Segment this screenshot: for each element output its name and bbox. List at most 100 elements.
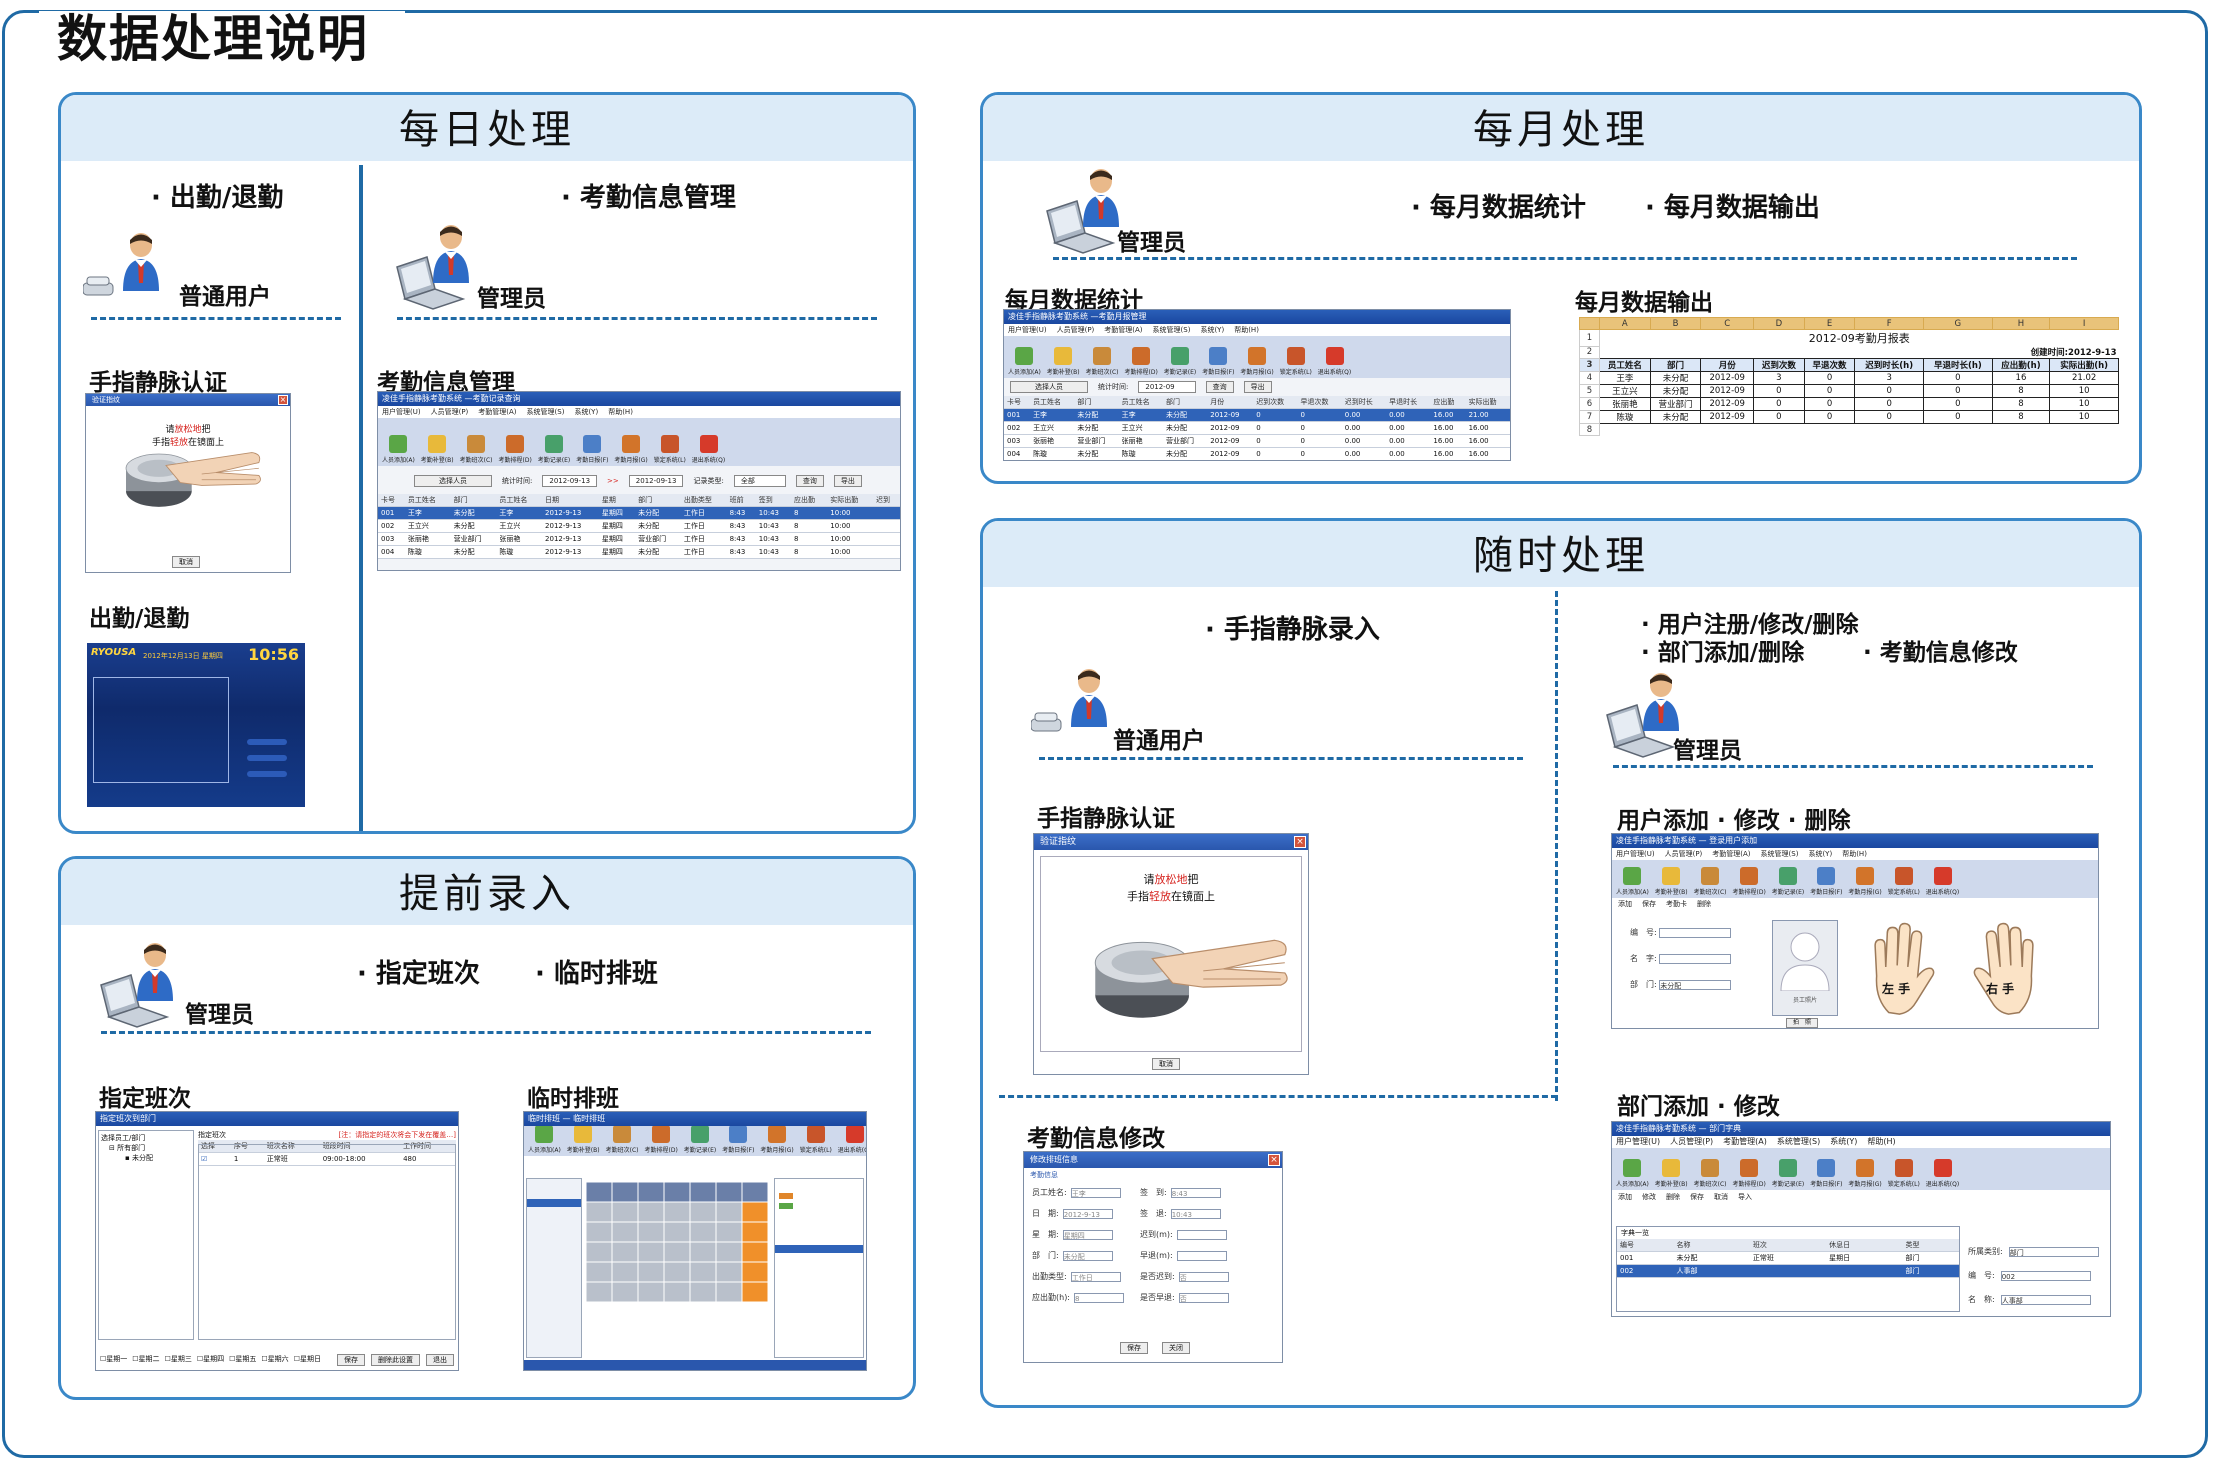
toolbar-button[interactable]: 考勤排程(D) [1732, 867, 1766, 896]
weekday-checkbox[interactable]: ☐星期一 [100, 1355, 128, 1363]
shift-action-button[interactable]: 退出 [426, 1354, 454, 1366]
toolbar-button[interactable]: 人员添加(A) [1008, 347, 1041, 376]
calendar-day-cell[interactable] [715, 1182, 743, 1203]
calendar-day-cell[interactable] [663, 1201, 691, 1223]
excel-cell[interactable]: 0 [1753, 410, 1805, 424]
excel-cell[interactable]: 0 [1923, 410, 1993, 424]
toolbar-button[interactable]: 考勤月报(G) [1240, 347, 1274, 376]
column-header[interactable]: 名称 [1673, 1239, 1750, 1252]
calendar-day-cell[interactable] [715, 1221, 743, 1243]
column-header[interactable]: 班段时间 [319, 1140, 401, 1153]
select-person-button[interactable]: 选择人员 [414, 475, 492, 487]
action-button[interactable]: 考勤卡 [1666, 900, 1687, 908]
toolbar-button[interactable]: 考勤排程(D) [644, 1126, 678, 1154]
left-hand-icon[interactable] [1866, 918, 1942, 1022]
edit-field-input[interactable]: 工作日 [1070, 1271, 1121, 1282]
calendar-day-cell[interactable] [663, 1241, 691, 1263]
excel-cell[interactable]: 0 [1803, 384, 1856, 398]
shift-action-button[interactable]: 保存 [337, 1354, 365, 1366]
excel-cell[interactable]: 2012-09 [1700, 397, 1755, 411]
excel-cell[interactable]: 10 [2049, 397, 2119, 411]
column-header[interactable]: 员工姓名 [404, 494, 451, 507]
column-header[interactable]: 星期 [598, 494, 636, 507]
toolbar-button[interactable]: 考勤补登(B) [1655, 867, 1688, 896]
action-button[interactable]: 添加 [1618, 1193, 1632, 1201]
excel-cell[interactable]: 8 [1991, 410, 2051, 424]
column-header[interactable]: 早退时长 [1386, 396, 1431, 409]
excel-column-letter[interactable]: B [1649, 317, 1702, 330]
excel-cell[interactable]: 陈璇 [1599, 410, 1651, 424]
menu-item[interactable]: 考勤管理(A) [1104, 326, 1143, 334]
calendar-day-cell[interactable] [663, 1281, 691, 1303]
column-header[interactable]: 出勤类型 [680, 494, 727, 507]
side-field-input[interactable]: 人事部 [2000, 1294, 2091, 1305]
cancel-button[interactable]: 取消 [172, 556, 200, 568]
toolbar-button[interactable]: 考勤记录(E) [538, 435, 570, 464]
toolbar-button[interactable]: 考勤补登(B) [1655, 1159, 1688, 1188]
column-header[interactable]: 实际出勤 [827, 494, 874, 507]
excel-cell[interactable]: 2012-09 [1700, 371, 1755, 385]
calendar-day-cell[interactable] [637, 1281, 665, 1303]
menu-item[interactable]: 用户管理(U) [1616, 1137, 1661, 1146]
calendar-day-cell[interactable] [689, 1182, 717, 1203]
calendar-day-cell[interactable] [689, 1261, 717, 1283]
toolbar-button[interactable]: 考勤日报(F) [1202, 347, 1234, 376]
excel-row-number[interactable]: 8 [1579, 423, 1600, 436]
calendar-day-cell[interactable] [741, 1241, 769, 1263]
toolbar-button[interactable]: 考勤补登(B) [421, 435, 454, 464]
user-id-input[interactable] [1659, 927, 1732, 938]
excel-cell[interactable]: 王李 [1599, 371, 1651, 385]
select-person-button[interactable]: 选择人员 [1010, 381, 1088, 393]
edit-field-input[interactable] [1176, 1229, 1227, 1240]
toolbar-button[interactable]: 考勤日报(F) [1810, 867, 1842, 896]
excel-cell[interactable]: 未分配 [1649, 384, 1702, 398]
toolbar-button[interactable]: 考勤月报(G) [614, 435, 648, 464]
excel-cell[interactable] [1924, 424, 1993, 436]
calendar-day-cell[interactable] [637, 1201, 665, 1223]
kiosk-button[interactable] [247, 755, 287, 761]
calendar-day-cell[interactable] [637, 1182, 665, 1203]
excel-cell[interactable]: 8 [1991, 384, 2051, 398]
dept-select[interactable]: 未分配 [1659, 979, 1732, 990]
column-header[interactable]: 日期 [542, 494, 599, 507]
column-header[interactable]: 休息日 [1826, 1239, 1903, 1252]
edit-field-input[interactable]: 星期四 [1062, 1229, 1113, 1240]
excel-cell[interactable] [1855, 424, 1924, 436]
excel-cell[interactable]: 0 [1923, 371, 1993, 385]
excel-cell[interactable]: 0 [1854, 397, 1925, 411]
action-button[interactable]: 导入 [1738, 1193, 1752, 1201]
excel-cell[interactable] [1754, 424, 1805, 436]
kiosk-button[interactable] [247, 771, 287, 777]
excel-column-letter[interactable]: E [1803, 317, 1856, 330]
toolbar-button[interactable]: 考勤排程(D) [498, 435, 532, 464]
column-header[interactable]: 员工姓名 [1118, 396, 1163, 409]
calendar-day-cell[interactable] [586, 1182, 613, 1203]
edit-field-input[interactable]: 10:43 [1170, 1208, 1221, 1219]
column-header[interactable]: 班前 [726, 494, 756, 507]
excel-cell[interactable]: 未分配 [1649, 410, 1702, 424]
action-button[interactable]: 删除 [1666, 1193, 1680, 1201]
toolbar-button[interactable]: 人员添加(A) [1616, 867, 1649, 896]
toolbar-button[interactable]: 考勤记录(E) [1772, 1159, 1804, 1188]
toolbar-button[interactable]: 考勤日报(F) [576, 435, 608, 464]
toolbar-button[interactable]: 考勤月报(G) [1848, 1159, 1882, 1188]
toolbar-button[interactable]: 考勤班次(C) [460, 435, 492, 464]
excel-cell[interactable]: 2012-09 [1700, 410, 1755, 424]
menu-item[interactable]: 人员管理(P) [1670, 1137, 1714, 1146]
menu-item[interactable]: 人员管理(P) [1664, 850, 1703, 858]
side-field-input[interactable]: 部门 [2008, 1246, 2099, 1257]
edit-field-input[interactable]: 未分配 [1062, 1250, 1113, 1261]
edit-field-input[interactable]: 否 [1178, 1292, 1229, 1303]
date-from-input[interactable]: 2012-09-13 [542, 475, 598, 487]
menu-item[interactable]: 考勤管理(A) [1712, 850, 1751, 858]
column-header[interactable]: 迟到 [873, 494, 900, 507]
toolbar-button[interactable]: 考勤补登(B) [1047, 347, 1080, 376]
column-header[interactable]: 班次名称 [263, 1140, 320, 1153]
column-header[interactable]: 序号 [230, 1140, 264, 1153]
menu-item[interactable]: 帮助(H) [1234, 326, 1259, 334]
